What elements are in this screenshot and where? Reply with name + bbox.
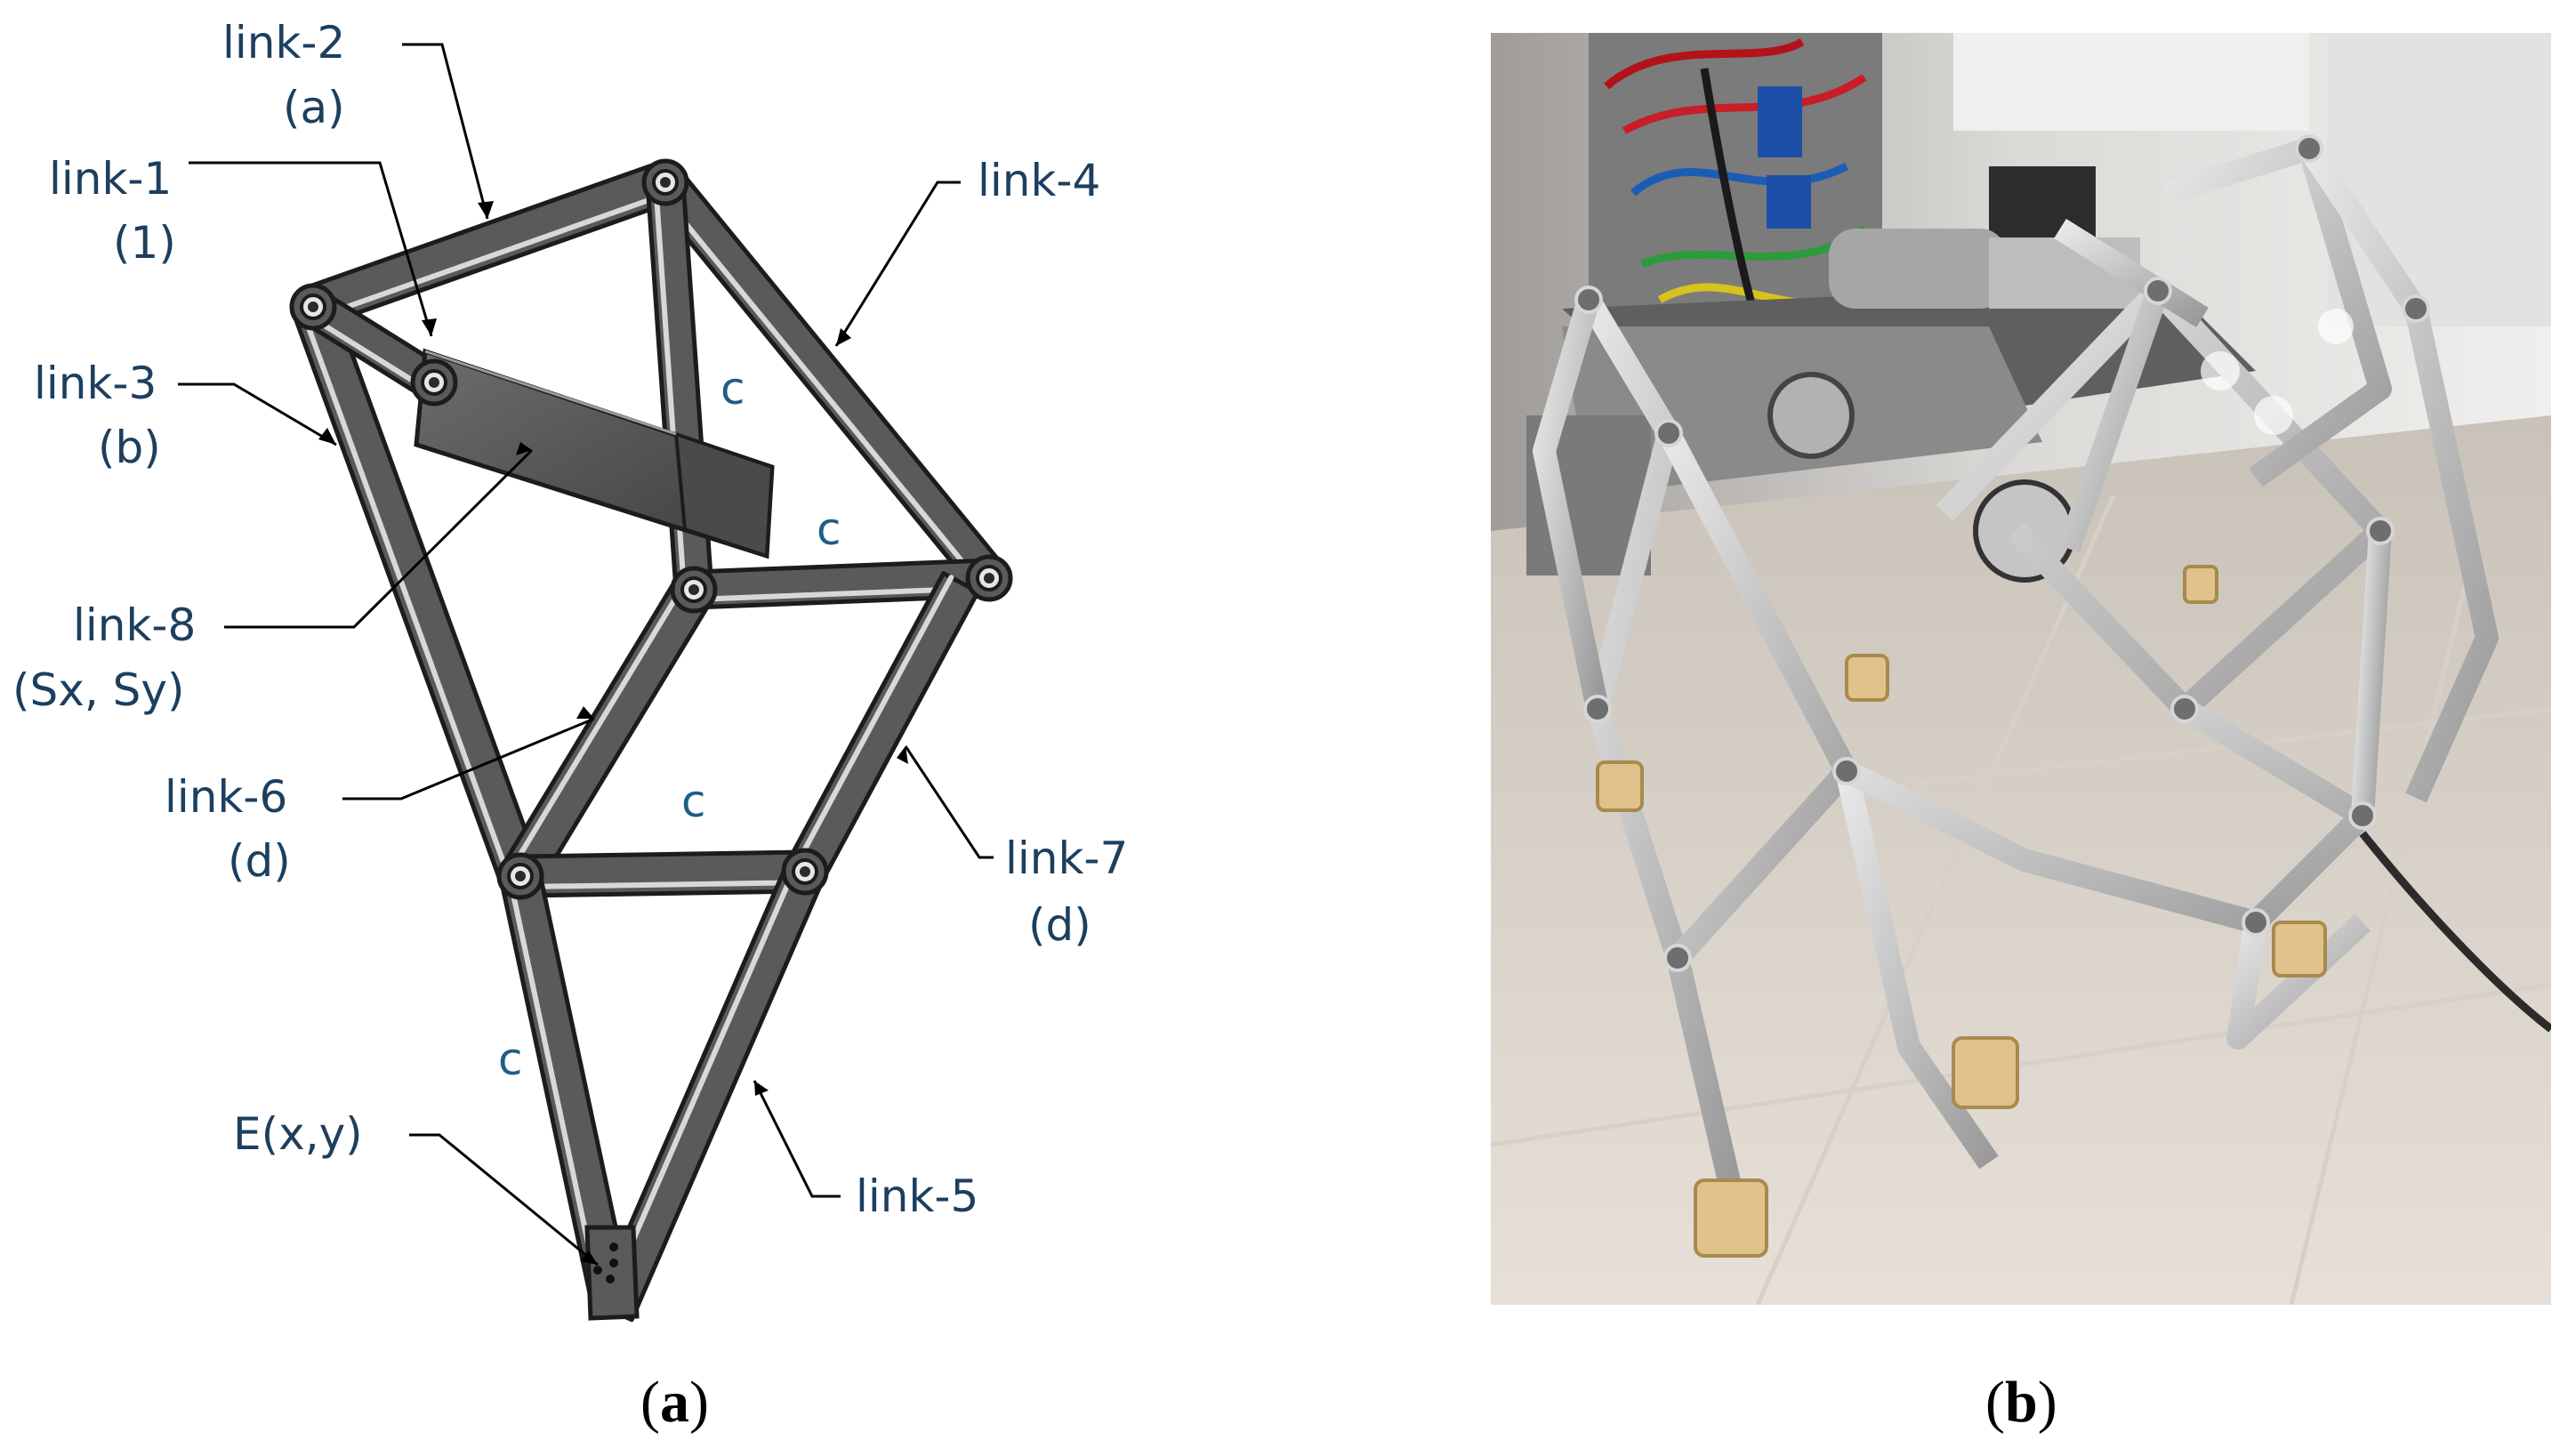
label-link-3-param: (b) [98,422,161,473]
link-2-bar [303,160,675,329]
link-7-bar [785,571,980,883]
panel-caption-b: (b) [1985,1370,2057,1435]
link-6-bar [500,576,714,889]
caption-b-close: ) [2038,1370,2057,1435]
label-link-6-param: (d) [228,835,291,887]
pin-joint-d [670,566,718,614]
foot-end-plate [584,1225,640,1321]
label-link-4: link-4 [978,155,1100,206]
pin-joint-c [965,554,1013,602]
caption-b-letter: b [2005,1370,2038,1435]
panel-caption-a: (a) [640,1370,709,1435]
leader-link-6 [342,717,595,800]
leader-link-4 [834,181,961,347]
pin-joint-g [496,852,544,900]
leader-link-3 [178,382,337,446]
leader-link-1 [189,161,433,337]
label-link-6: link-6 [165,771,287,823]
leader-link-7 [904,745,994,859]
leader-link-5 [753,1080,841,1198]
linkage-links [291,160,1006,1323]
label-c-lower-bar: c [681,776,706,827]
label-link-2-param: (a) [283,82,345,133]
label-link-1: link-1 [49,153,172,205]
caption-a-close: ) [689,1370,709,1435]
leader-link-8 [224,448,534,629]
label-link-7: link-7 [1005,833,1128,884]
label-c-mid-bar: c [817,503,841,555]
label-end-point: E(x,y) [233,1108,363,1160]
photo-contents [1491,33,2551,1305]
leader-end-point [409,1133,599,1267]
label-link-2: link-2 [222,17,345,68]
label-link-1-param: (1) [113,217,176,269]
linkage-cad-diagram: link-2 (a) link-1 (1) link-3 (b) link-8 … [12,17,1128,1435]
label-link-7-param: (d) [1028,899,1091,951]
photo-panel: (b) [1491,33,2551,1435]
label-link-8: link-8 [73,599,196,651]
link-8-plate [414,348,775,559]
pin-joint-a [289,283,337,331]
caption-b-open: ( [1985,1370,2005,1435]
end-effector-holes [593,1243,618,1283]
label-link-8-param: (Sx, Sy) [12,664,184,716]
linkage-joints [289,158,1013,900]
label-link-5: link-5 [856,1171,978,1222]
label-c-upper-triangle: c [720,363,745,414]
pin-joint-k [410,358,458,406]
pin-joint-h [781,848,829,896]
leader-lines [178,43,994,1267]
leader-link-2 [402,43,489,220]
link-c-lower-bar [518,849,809,898]
pin-joint-b [641,158,689,206]
label-c-lower-triangle: c [498,1034,523,1085]
caption-a-open: ( [640,1370,660,1435]
leader-arrowheads [318,201,908,1265]
caption-a-letter: a [660,1370,689,1435]
label-link-3: link-3 [34,358,157,409]
